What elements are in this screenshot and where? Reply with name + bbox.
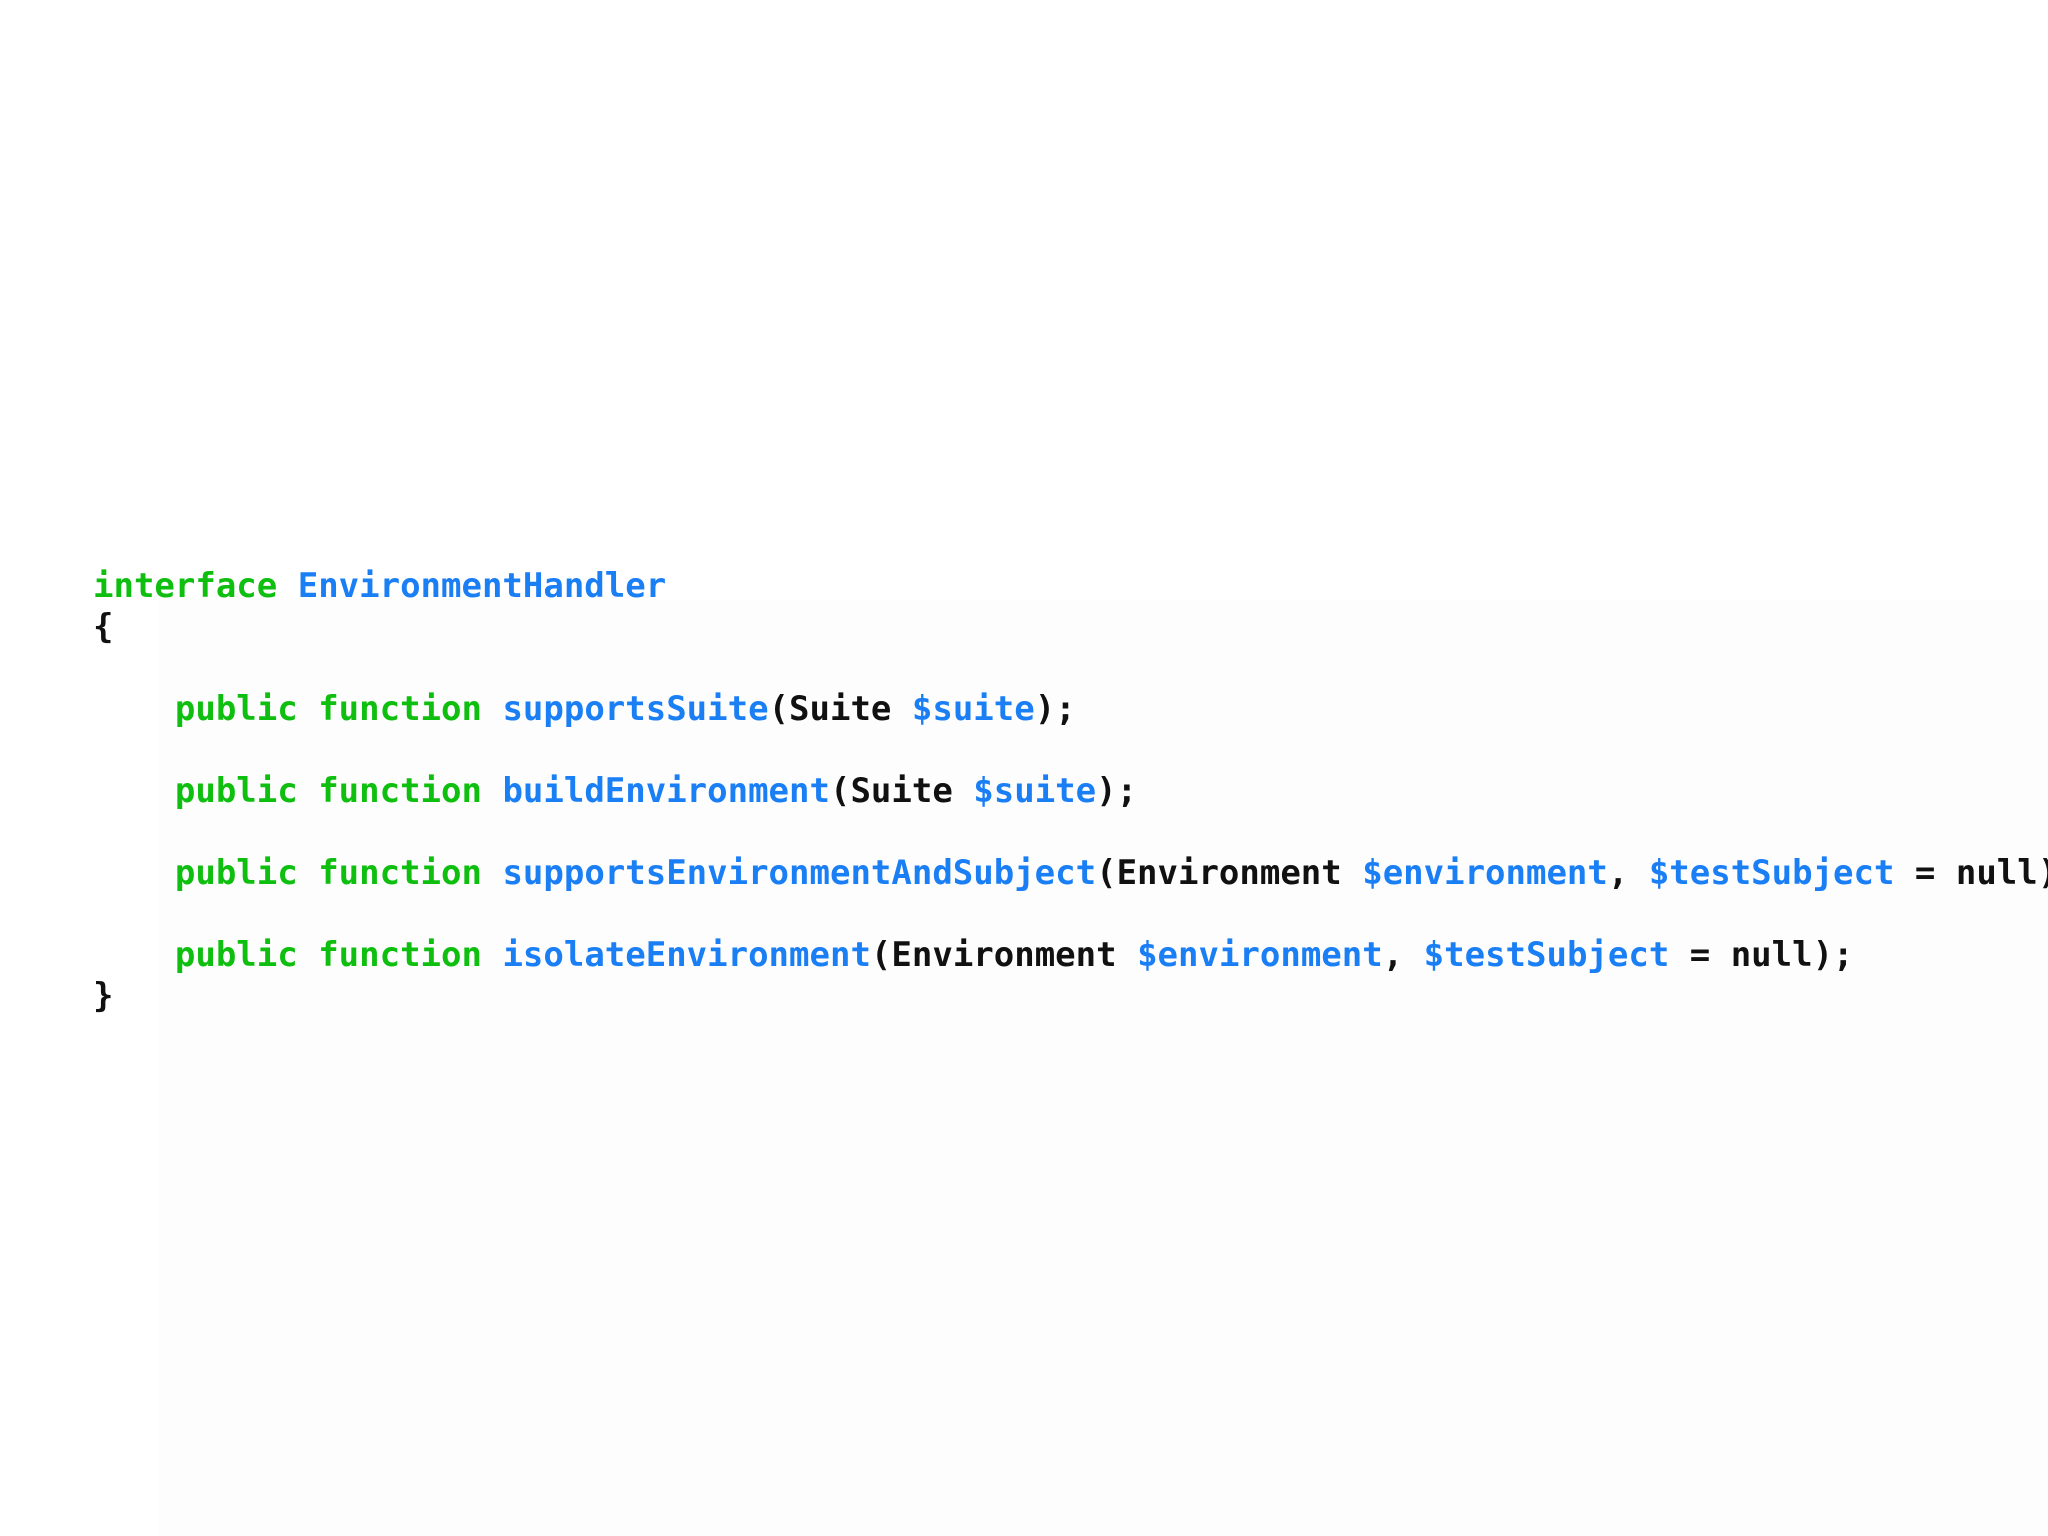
keyword-public: public (174, 771, 298, 811)
paren-open: ( (829, 771, 851, 811)
paren-open: ( (768, 689, 790, 729)
comma: , (1382, 935, 1424, 975)
code-block: interface EnvironmentHandler{ public fun… (93, 566, 2048, 1017)
code-line-blank-3 (93, 812, 2048, 853)
space (482, 935, 502, 975)
line-tail: ); (1096, 771, 1138, 811)
indent (93, 689, 175, 729)
space (953, 771, 973, 811)
param-variable: $suite (911, 689, 1035, 729)
code-line-7: } (93, 976, 2048, 1017)
keyword-function: function (318, 689, 482, 729)
code-line-6: public function isolateEnvironment(Envir… (93, 935, 2048, 976)
param-type: Environment (1116, 853, 1342, 893)
space (298, 935, 318, 975)
indent (93, 935, 175, 975)
indent (93, 853, 175, 893)
comma: , (1607, 853, 1649, 893)
param-variable-environment: $environment (1362, 853, 1608, 893)
code-line-blank-1 (93, 648, 2048, 689)
space (482, 853, 502, 893)
interface-name: EnvironmentHandler (297, 566, 667, 606)
space (1342, 853, 1362, 893)
param-variable-testSubject: $testSubject (1648, 853, 1895, 893)
code-line-4: public function buildEnvironment(Suite $… (93, 771, 2048, 812)
keyword-interface: interface (93, 566, 278, 606)
keyword-function: function (318, 935, 482, 975)
method-name-isolateEnvironment: isolateEnvironment (502, 935, 871, 975)
space (298, 771, 318, 811)
space (298, 689, 318, 729)
space (482, 771, 502, 811)
keyword-function: function (318, 853, 482, 893)
keyword-function: function (318, 771, 482, 811)
method-name-supportsSuite: supportsSuite (502, 689, 769, 729)
param-type: Environment (891, 935, 1117, 975)
paren-open: ( (870, 935, 892, 975)
param-variable-testSubject: $testSubject (1423, 935, 1670, 975)
param-type: Suite (789, 689, 892, 729)
line-tail: = null); (1669, 935, 1854, 975)
code-line-1: interface EnvironmentHandler (93, 566, 2048, 607)
code-line-blank-4 (93, 894, 2048, 935)
code-line-3: public function supportsSuite(Suite $sui… (93, 689, 2048, 730)
code-backdrop (158, 600, 2048, 1536)
code-line-2: { (93, 607, 2048, 648)
code-line-5: public function supportsEnvironmentAndSu… (93, 853, 2048, 894)
space (891, 689, 911, 729)
method-name-buildEnvironment: buildEnvironment (502, 771, 830, 811)
param-variable: $suite (973, 771, 1097, 811)
method-name-supportsEnvironmentAndSubject: supportsEnvironmentAndSubject (502, 853, 1097, 893)
keyword-public: public (174, 853, 298, 893)
brace-close: } (93, 976, 114, 1016)
param-type: Suite (850, 771, 953, 811)
space (1117, 935, 1137, 975)
param-variable-environment: $environment (1137, 935, 1383, 975)
space (298, 853, 318, 893)
line-tail: ); (1034, 689, 1076, 729)
space (482, 689, 502, 729)
code-line-blank-2 (93, 730, 2048, 771)
space (277, 566, 297, 606)
keyword-public: public (174, 935, 298, 975)
paren-open: ( (1096, 853, 1117, 893)
line-tail: = null); (1914, 853, 2048, 893)
brace-open: { (93, 607, 114, 647)
keyword-public: public (174, 689, 298, 729)
indent (93, 771, 175, 811)
